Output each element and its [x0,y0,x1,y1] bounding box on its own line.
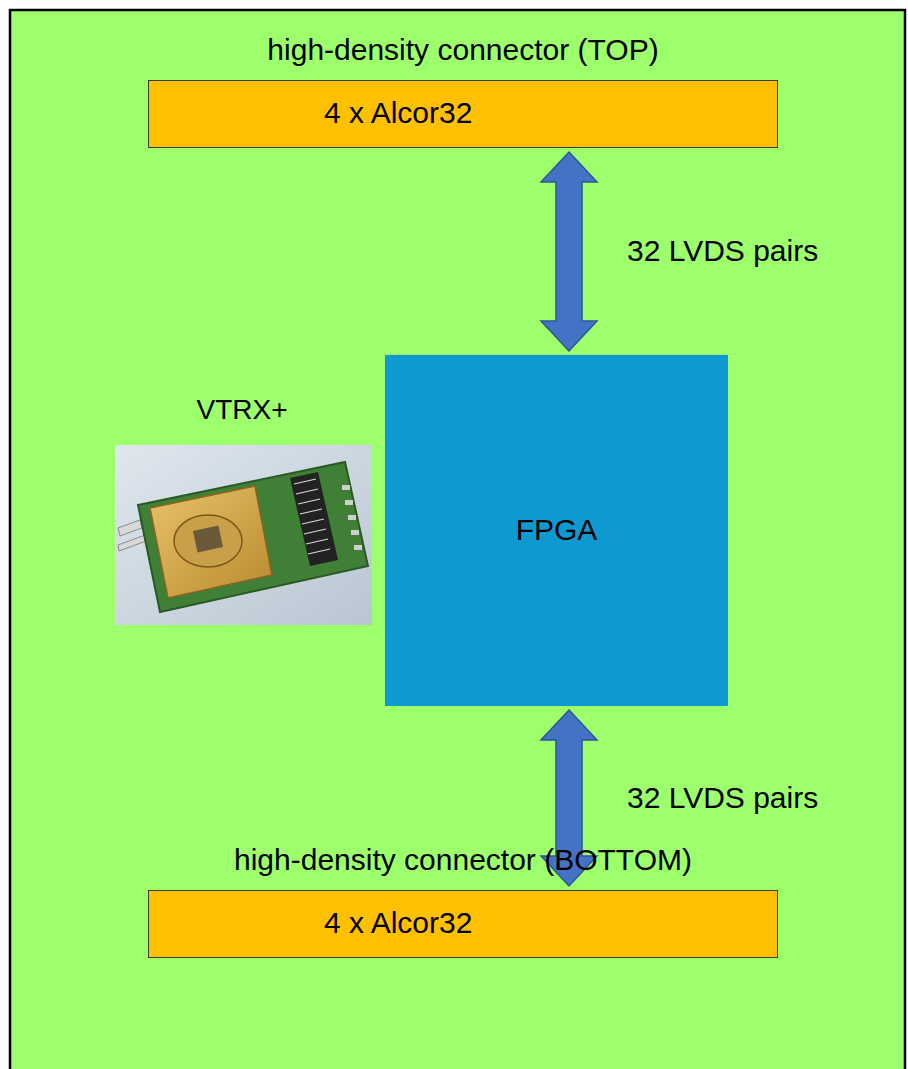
connector-box: high-density connector (BOTTOM)4 x Alcor… [148,890,778,958]
part-label: VTRX+ [196,394,287,426]
bus-label: 32 LVDS pairs [627,234,818,269]
box-label: FPGA [516,513,598,548]
chip-label: 4 x Alcor32 [324,96,472,131]
connector-heading: high-density connector (TOP) [149,33,777,68]
chip-label: 4 x Alcor32 [324,906,472,941]
vtrx-photo [115,445,372,625]
fpga-box: FPGA [385,355,728,706]
connector-heading: high-density connector (BOTTOM) [149,843,777,878]
board-frame [10,10,905,1069]
bus-label: 32 LVDS pairs [627,781,818,816]
bus-connector [541,152,597,351]
connector-box: high-density connector (TOP)4 x Alcor32 [148,80,778,148]
